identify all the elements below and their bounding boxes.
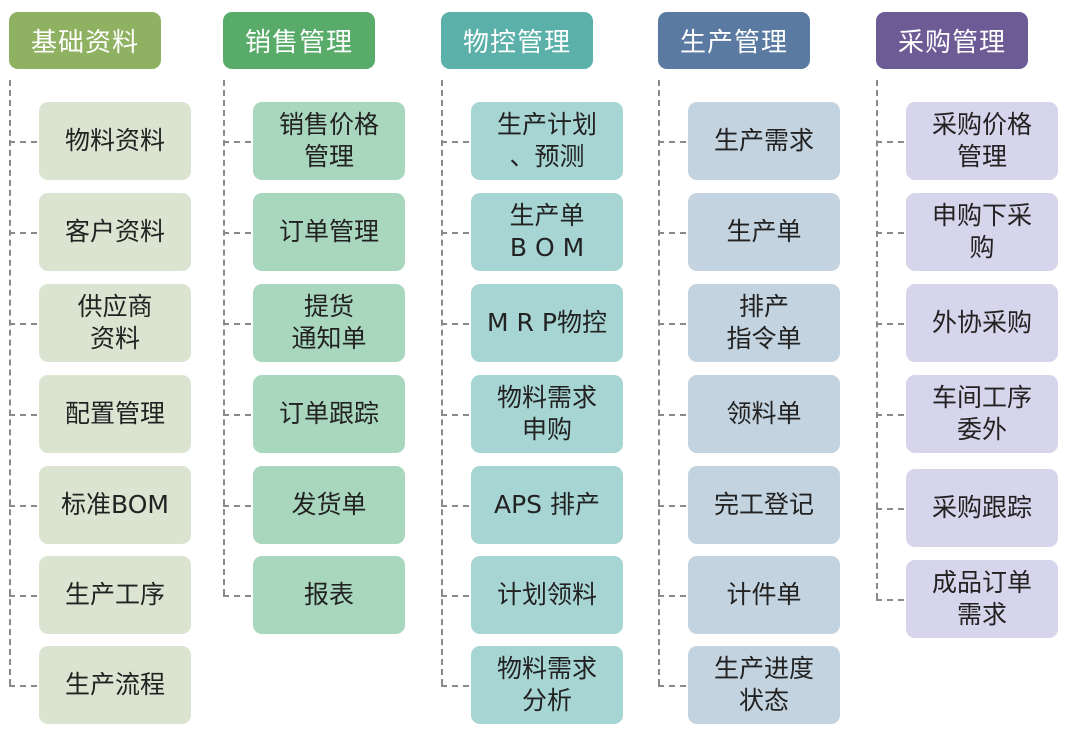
module-header: 采购管理 bbox=[876, 12, 1028, 69]
connector-branch bbox=[9, 595, 37, 597]
connector-branch bbox=[223, 232, 251, 234]
connector-branch bbox=[9, 232, 37, 234]
connector-branch bbox=[9, 685, 37, 687]
module-item: 物料需求 分析 bbox=[471, 646, 623, 724]
connector-line bbox=[223, 80, 225, 595]
connector-branch bbox=[441, 414, 469, 416]
connector-branch bbox=[223, 505, 251, 507]
connector-branch bbox=[223, 141, 251, 143]
module-column: 采购管理采购价格 管理申购下采 购外协采购车间工序 委外采购跟踪成品订单 需求 bbox=[876, 0, 1068, 737]
module-item: 生产工序 bbox=[39, 556, 191, 634]
connector-branch bbox=[876, 599, 904, 601]
module-item: APS 排产 bbox=[471, 466, 623, 544]
module-item: 计件单 bbox=[688, 556, 840, 634]
connector-line bbox=[876, 80, 878, 599]
connector-branch bbox=[876, 414, 904, 416]
module-column: 物控管理生产计划 、预测生产单 B O M M R P物控物料需求 申购 APS 排… bbox=[441, 0, 661, 737]
module-item: 物料需求 申购 bbox=[471, 375, 623, 453]
module-item: 领料单 bbox=[688, 375, 840, 453]
connector-branch bbox=[441, 141, 469, 143]
module-header: 生产管理 bbox=[658, 12, 810, 69]
module-item: 生产单 bbox=[688, 193, 840, 271]
module-item: 完工登记 bbox=[688, 466, 840, 544]
module-header: 物控管理 bbox=[441, 12, 593, 69]
module-item: 物料资料 bbox=[39, 102, 191, 180]
module-item: 客户资料 bbox=[39, 193, 191, 271]
connector-branch bbox=[658, 232, 686, 234]
connector-branch bbox=[658, 505, 686, 507]
module-item: 供应商 资料 bbox=[39, 284, 191, 362]
module-item: 计划领料 bbox=[471, 556, 623, 634]
module-item: 外协采购 bbox=[906, 284, 1058, 362]
module-item: M R P物控 bbox=[471, 284, 623, 362]
module-header: 基础资料 bbox=[9, 12, 161, 69]
module-item: 订单管理 bbox=[253, 193, 405, 271]
module-item: 报表 bbox=[253, 556, 405, 634]
module-item: 申购下采 购 bbox=[906, 193, 1058, 271]
connector-branch bbox=[9, 414, 37, 416]
module-item: 车间工序 委外 bbox=[906, 375, 1058, 453]
connector-branch bbox=[441, 323, 469, 325]
connector-branch bbox=[658, 595, 686, 597]
connector-branch bbox=[441, 595, 469, 597]
module-item: 采购价格 管理 bbox=[906, 102, 1058, 180]
module-item: 生产需求 bbox=[688, 102, 840, 180]
module-item: 生产流程 bbox=[39, 646, 191, 724]
connector-branch bbox=[9, 141, 37, 143]
module-item: 销售价格 管理 bbox=[253, 102, 405, 180]
connector-line bbox=[441, 80, 443, 685]
module-item: 订单跟踪 bbox=[253, 375, 405, 453]
module-item: 排产 指令单 bbox=[688, 284, 840, 362]
module-column: 生产管理生产需求生产单排产 指令单领料单完工登记计件单生产进度 状态 bbox=[658, 0, 878, 737]
connector-branch bbox=[223, 323, 251, 325]
connector-branch bbox=[9, 323, 37, 325]
module-column: 基础资料物料资料客户资料供应商 资料配置管理标准BOM 生产工序生产流程 bbox=[9, 0, 229, 737]
connector-branch bbox=[658, 685, 686, 687]
connector-branch bbox=[876, 508, 904, 510]
connector-branch bbox=[441, 505, 469, 507]
module-item: 生产进度 状态 bbox=[688, 646, 840, 724]
connector-branch bbox=[223, 595, 251, 597]
connector-branch bbox=[876, 232, 904, 234]
module-item: 标准BOM bbox=[39, 466, 191, 544]
module-item: 提货 通知单 bbox=[253, 284, 405, 362]
module-item: 发货单 bbox=[253, 466, 405, 544]
connector-branch bbox=[658, 323, 686, 325]
module-item: 生产单 B O M bbox=[471, 193, 623, 271]
connector-line bbox=[9, 80, 11, 685]
connector-branch bbox=[223, 414, 251, 416]
connector-branch bbox=[876, 323, 904, 325]
module-item: 配置管理 bbox=[39, 375, 191, 453]
connector-line bbox=[658, 80, 660, 685]
module-header: 销售管理 bbox=[223, 12, 375, 69]
module-item: 采购跟踪 bbox=[906, 469, 1058, 547]
connector-branch bbox=[658, 141, 686, 143]
module-column: 销售管理销售价格 管理订单管理提货 通知单订单跟踪发货单报表 bbox=[223, 0, 443, 737]
module-item: 生产计划 、预测 bbox=[471, 102, 623, 180]
connector-branch bbox=[658, 414, 686, 416]
connector-branch bbox=[9, 505, 37, 507]
connector-branch bbox=[876, 141, 904, 143]
connector-branch bbox=[441, 232, 469, 234]
connector-branch bbox=[441, 685, 469, 687]
module-item: 成品订单 需求 bbox=[906, 560, 1058, 638]
